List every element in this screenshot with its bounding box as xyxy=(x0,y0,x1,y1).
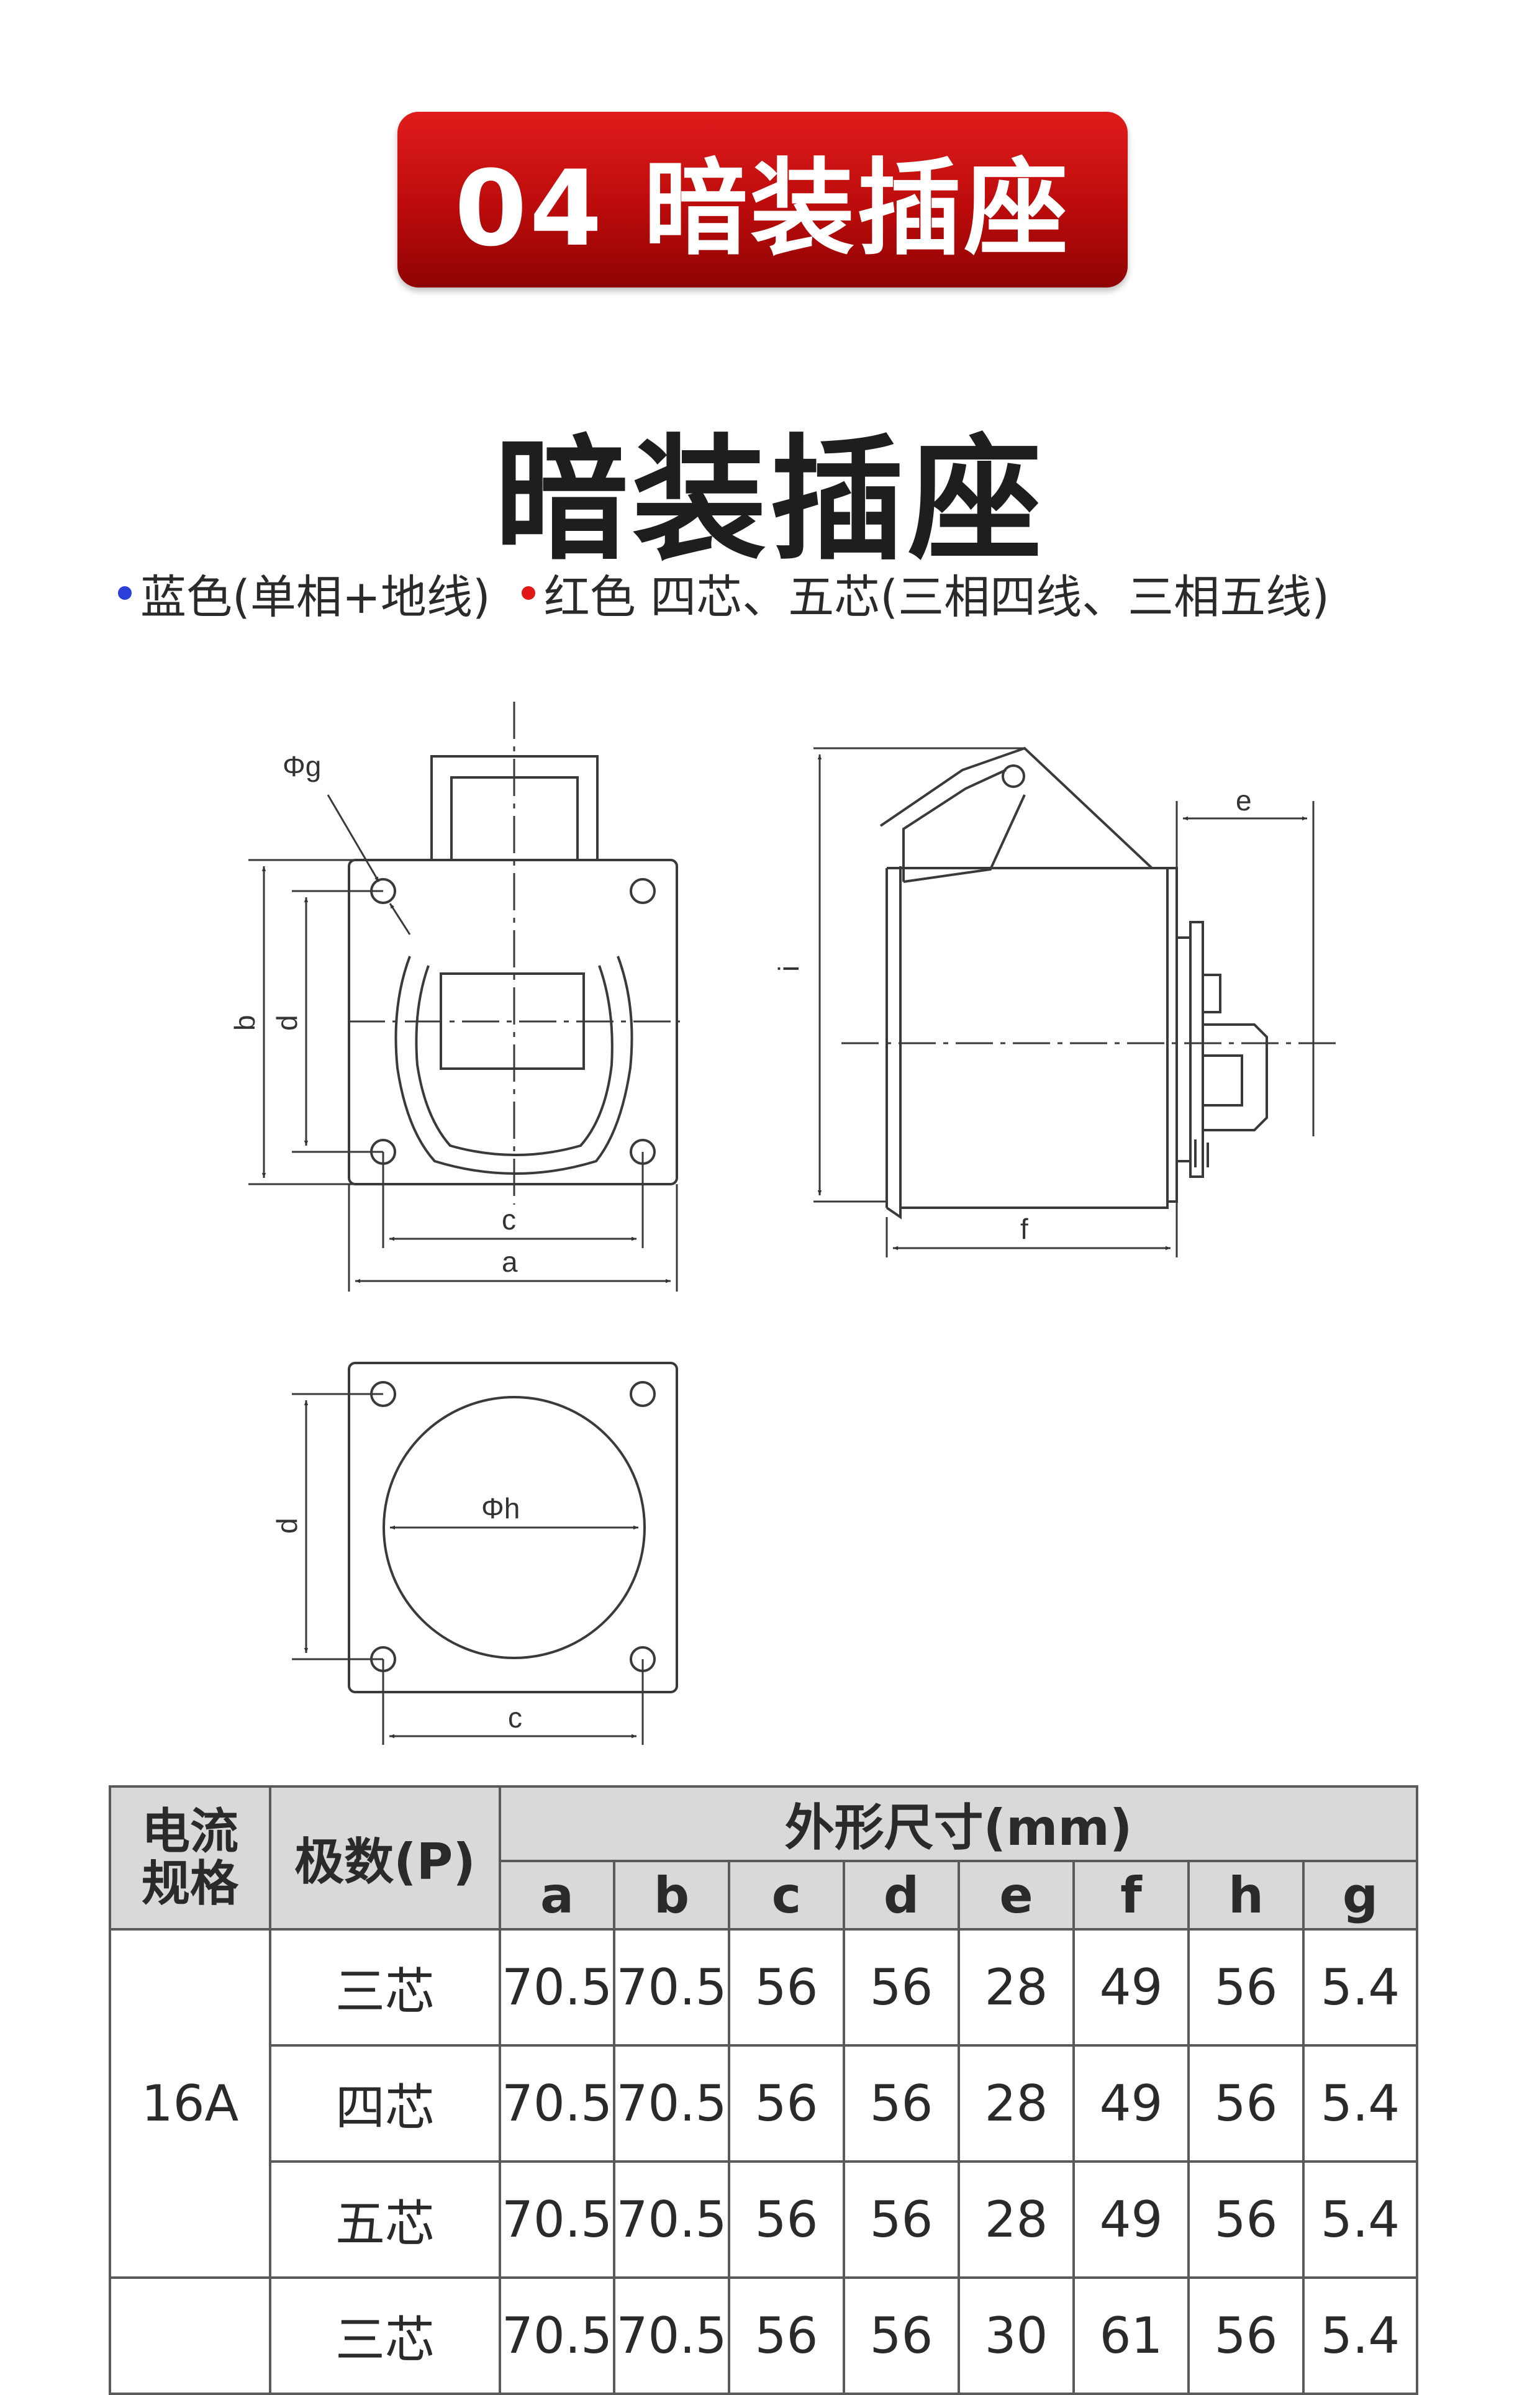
label-c-back: c xyxy=(508,1701,522,1734)
section-banner: 04 暗装插座 xyxy=(397,112,1128,287)
label-phi-h: Φh xyxy=(481,1492,520,1524)
value-cell: 49 xyxy=(1072,2160,1190,2279)
value-cell: 61 xyxy=(1072,2276,1190,2395)
value-cell: 49 xyxy=(1072,2044,1190,2163)
value-cell: 28 xyxy=(958,2160,1075,2279)
value-cell: 70.5 xyxy=(613,2160,730,2279)
poles-cell: 四芯 xyxy=(269,2044,501,2163)
poles-cell: 三芯 xyxy=(269,2276,501,2395)
label-c: c xyxy=(502,1203,516,1236)
header-current: 电流 规格 xyxy=(109,1785,271,1931)
back-view xyxy=(292,1362,678,1745)
header-poles: 极数(P) xyxy=(269,1785,501,1931)
table-row: 四芯 70.5 70.5 56 56 28 49 56 5.4 xyxy=(110,2044,1419,2163)
value-cell: 56 xyxy=(728,2276,845,2395)
value-cell: 70.5 xyxy=(613,2276,730,2395)
label-phi-g: Φg xyxy=(283,750,321,782)
value-cell: 56 xyxy=(1187,1928,1305,2047)
col-header: f xyxy=(1072,1860,1190,1931)
dimensions-table: 电流 规格 极数(P) 外形尺寸(mm) a b c d e f h g 16A… xyxy=(109,1785,1419,2395)
value-cell: 70.5 xyxy=(499,2160,615,2279)
banner-title: 04 暗装插座 xyxy=(454,148,1071,269)
value-cell: 5.4 xyxy=(1302,2044,1419,2163)
value-cell: 56 xyxy=(1187,2044,1305,2163)
legend-blue-text: 蓝色(单相+地线) xyxy=(140,570,491,624)
label-d: d xyxy=(271,1015,303,1031)
value-cell: 70.5 xyxy=(613,1928,730,2047)
value-cell: 70.5 xyxy=(613,2044,730,2163)
col-header: e xyxy=(958,1860,1075,1931)
poles-cell: 三芯 xyxy=(269,1928,501,2047)
value-cell: 56 xyxy=(1187,2160,1305,2279)
poles-cell: 五芯 xyxy=(269,2160,501,2279)
color-legend: 蓝色(单相+地线) 红色 四芯、五芯(三相四线、三相五线) xyxy=(118,559,1329,627)
technical-drawing: Φg b d c a e i f Φh d c xyxy=(229,702,1338,1745)
value-cell: 28 xyxy=(958,1928,1075,2047)
col-header: d xyxy=(843,1860,960,1931)
col-header: h xyxy=(1187,1860,1305,1931)
red-dot-icon xyxy=(521,586,535,600)
label-a: a xyxy=(502,1246,518,1278)
table-row: 16A 三芯 70.5 70.5 56 56 28 49 56 5.4 xyxy=(109,1928,1419,2279)
value-cell: 28 xyxy=(958,2044,1075,2163)
front-view xyxy=(248,702,680,1292)
label-e: e xyxy=(1236,784,1252,817)
current-cell xyxy=(109,2276,271,2395)
blue-dot-icon xyxy=(118,586,132,600)
page-title: 暗装插座 xyxy=(494,422,1046,578)
value-cell: 49 xyxy=(1072,1928,1190,2047)
label-f: f xyxy=(1020,1213,1028,1245)
value-cell: 56 xyxy=(1187,2276,1305,2395)
legend-red-text: 红色 四芯、五芯(三相四线、三相五线) xyxy=(543,570,1330,624)
table-row: 三芯 70.5 70.5 56 56 30 61 56 5.4 xyxy=(109,2276,1419,2395)
value-cell: 56 xyxy=(728,2160,845,2279)
label-b: b xyxy=(229,1015,261,1031)
value-cell: 56 xyxy=(728,2044,845,2163)
value-cell: 70.5 xyxy=(499,2044,615,2163)
current-cell: 16A xyxy=(109,1928,271,2279)
value-cell: 56 xyxy=(728,1928,845,2047)
col-header: c xyxy=(728,1860,845,1931)
value-cell: 70.5 xyxy=(499,2276,615,2395)
col-header: g xyxy=(1302,1860,1419,1931)
table-row: 五芯 70.5 70.5 56 56 28 49 56 5.4 xyxy=(110,2160,1419,2279)
value-cell: 30 xyxy=(958,2276,1075,2395)
value-cell: 70.5 xyxy=(499,1928,615,2047)
label-i: i xyxy=(772,966,805,972)
value-cell: 5.4 xyxy=(1302,2276,1419,2395)
value-cell: 5.4 xyxy=(1302,2160,1419,2279)
col-header: a xyxy=(499,1860,615,1931)
value-cell: 56 xyxy=(843,2276,960,2395)
value-cell: 5.4 xyxy=(1302,1928,1419,2047)
value-cell: 56 xyxy=(843,2044,960,2163)
value-cell: 56 xyxy=(843,1928,960,2047)
label-d-back: d xyxy=(271,1518,303,1534)
side-view xyxy=(813,746,1338,1257)
value-cell: 56 xyxy=(843,2160,960,2279)
header-dimensions: 外形尺寸(mm) xyxy=(498,1785,1419,1862)
col-header: b xyxy=(613,1860,730,1931)
